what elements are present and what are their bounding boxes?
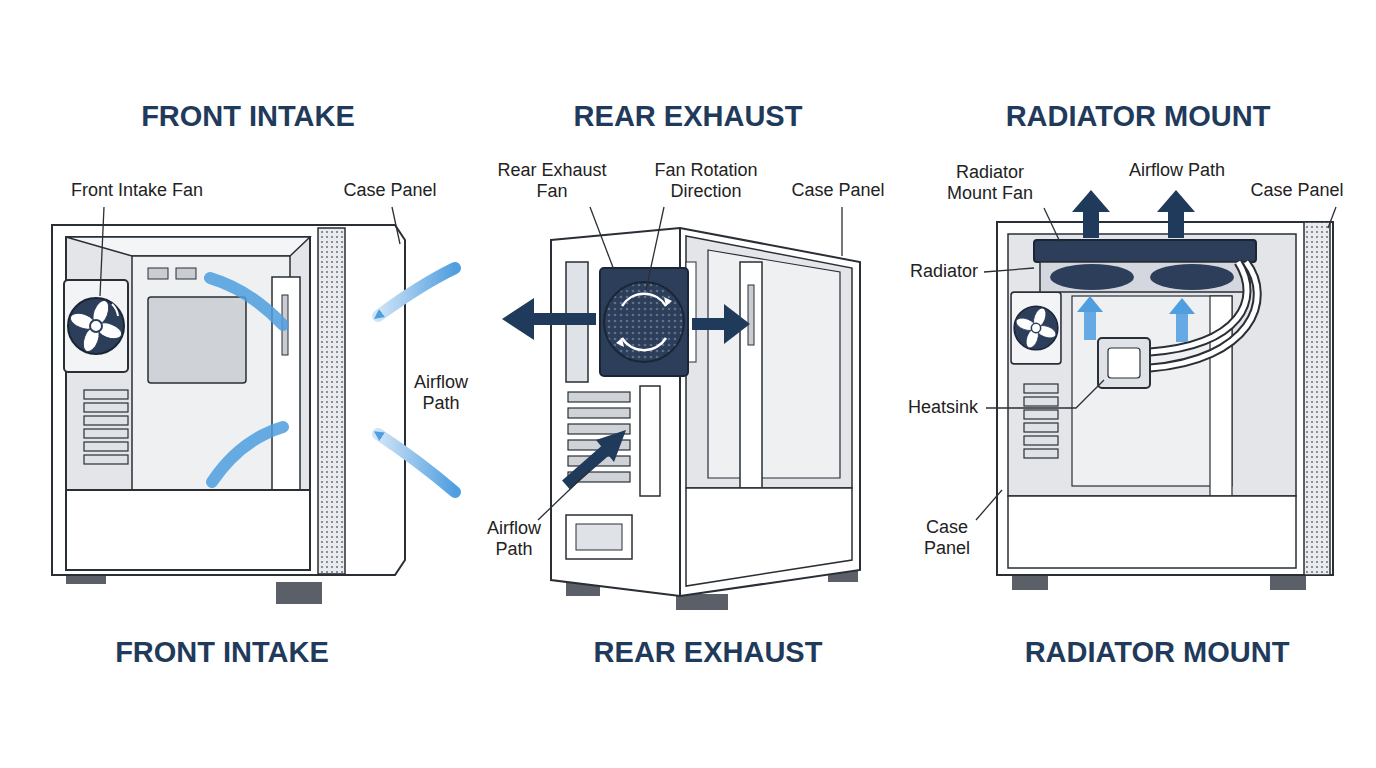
part-label: Case Panel — [1250, 180, 1343, 201]
part-label: Heatsink — [908, 397, 978, 418]
panel-heading: RADIATOR MOUNT — [1025, 636, 1290, 669]
part-label: Rear Exhaust Fan — [497, 160, 607, 201]
part-label: Case Panel — [343, 180, 436, 201]
case-foot — [276, 582, 322, 604]
part-label: Radiator — [910, 261, 978, 282]
part-label: Front Intake Fan — [71, 180, 203, 201]
leader-line — [538, 207, 842, 520]
airflow-arrow — [502, 298, 750, 485]
panel-heading: REAR EXHAUST — [594, 636, 823, 669]
panel-heading: FRONT INTAKE — [115, 636, 329, 669]
panel-heading: REAR EXHAUST — [574, 100, 803, 133]
panel-heading: FRONT INTAKE — [141, 100, 355, 133]
part-label: Airflow Path — [1129, 160, 1225, 181]
case-front-intake — [52, 207, 455, 604]
panel-heading: RADIATOR MOUNT — [1006, 100, 1271, 133]
part-label: Radiator Mount Fan — [930, 162, 1050, 203]
part-label: Airflow Path — [479, 518, 549, 559]
part-label: Case Panel — [791, 180, 884, 201]
airflow-arrow — [1072, 190, 1195, 342]
leader-line — [100, 207, 400, 296]
case-rear-exhaust — [502, 207, 860, 610]
leader-line — [976, 207, 1336, 520]
part-label: Airflow Path — [406, 372, 476, 413]
case-radiator-mount — [976, 190, 1336, 590]
part-label: Fan Rotation Direction — [641, 160, 771, 201]
part-label: Case Panel — [917, 517, 977, 558]
